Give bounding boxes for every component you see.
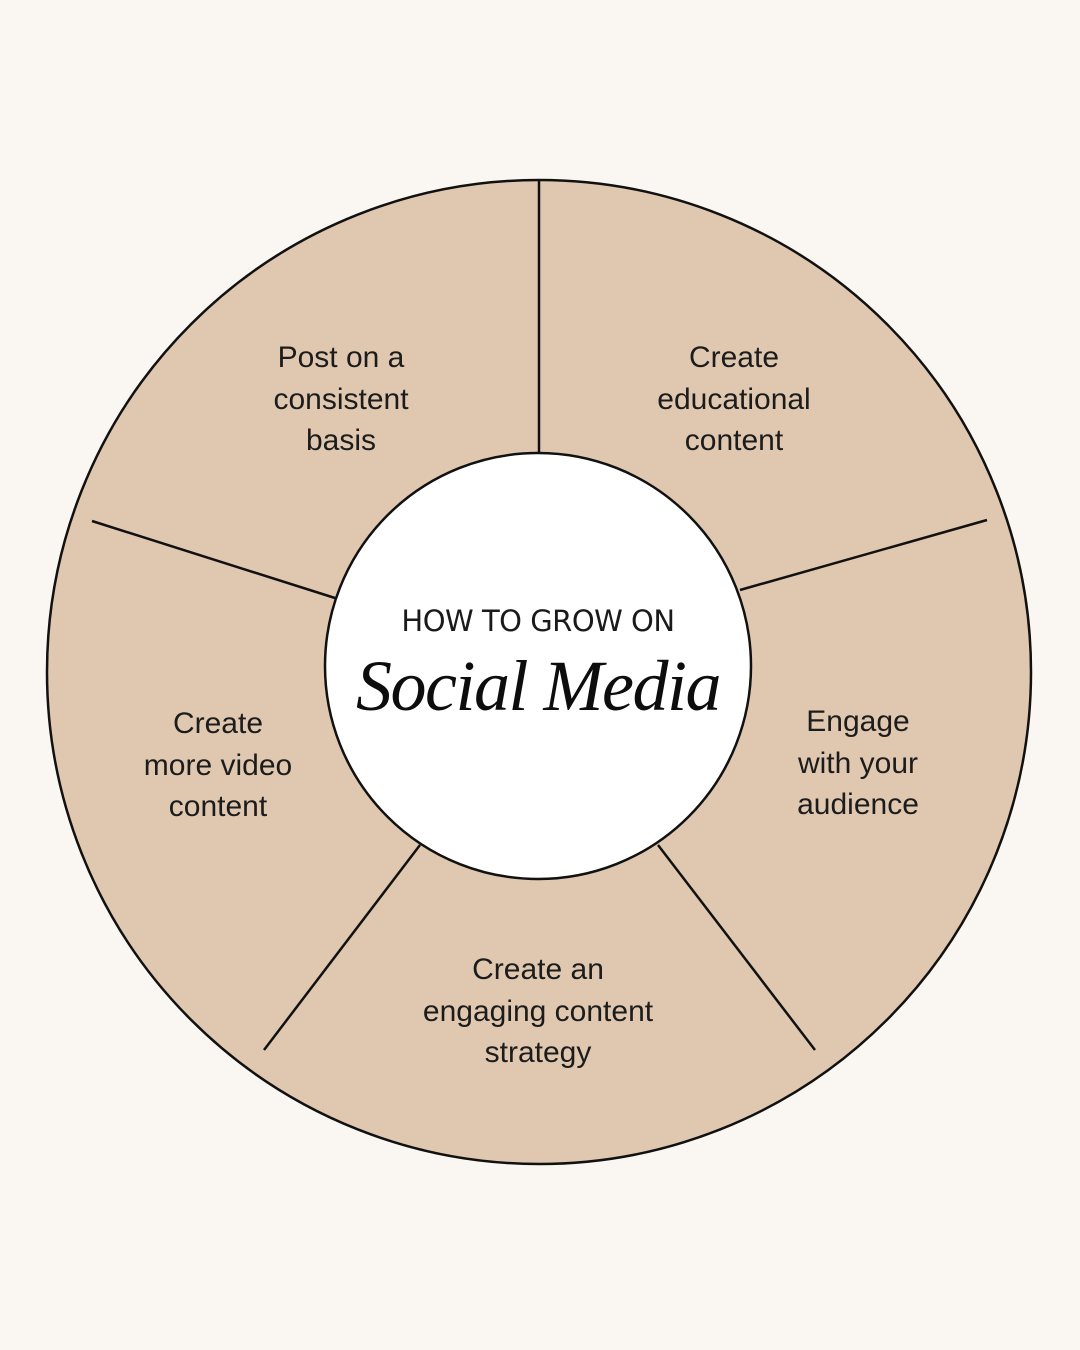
center-circle [323,451,753,881]
segment-label-line: Create [689,341,779,374]
segment-label-line: Post on a [278,341,405,374]
segment-label-line: with your [797,747,918,780]
segment-post-consistently: Post on a consistent basis [273,341,409,457]
center-kicker: HOW TO GROW ON [401,604,674,638]
segment-label-line: educational [657,383,810,416]
segment-label-line: consistent [273,383,409,416]
segment-video-content: Create more video content [144,707,292,823]
segment-engage-audience: Engage with your audience [797,705,919,821]
segment-label-line: Create an [472,953,604,986]
segment-label-line: content [169,790,268,823]
segment-content-strategy: Create an engaging content strategy [423,953,654,1069]
segment-label-line: more video [144,749,292,782]
center-title: Social Media [356,646,720,726]
segment-label-line: Create [173,707,263,740]
segment-label-line: engaging content [423,995,654,1028]
divider-upper-left [91,519,336,600]
divider-lower-right [657,844,816,1051]
segment-label-line: Engage [806,705,909,738]
divider-lower-left [263,844,421,1051]
segment-educational-content: Create educational content [657,341,810,457]
segment-label-line: basis [306,424,376,457]
segment-label-line: strategy [485,1036,592,1069]
segment-dividers [91,181,988,1051]
segment-label-line: audience [797,788,919,821]
segment-label-line: content [685,424,784,457]
divider-upper-right [739,518,988,592]
